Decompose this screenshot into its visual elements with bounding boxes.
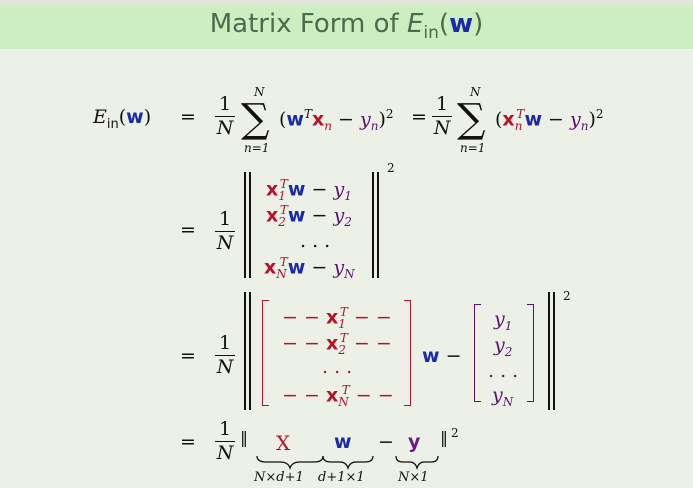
- underbrace-w: [322, 455, 374, 471]
- y-row-N: yN: [492, 384, 514, 409]
- line3-w: w −: [422, 345, 462, 367]
- title-E: E: [406, 9, 424, 39]
- eq-sign-1: =: [180, 106, 196, 128]
- row2-N: xNTw − yN: [264, 255, 355, 282]
- term-2: (xnTw − yn)2: [495, 107, 604, 134]
- norm3-right-a: [548, 292, 550, 410]
- line4-minus: −: [378, 431, 394, 453]
- X-row-2: − − x2T − −: [282, 331, 392, 358]
- underbrace-X: [256, 455, 324, 471]
- X-right-bracket: [404, 300, 411, 406]
- sq-2: 2: [387, 161, 395, 175]
- norm4-right: ‖: [440, 428, 448, 447]
- y-right-bracket: [527, 304, 534, 402]
- X-row-N: − − xNT − −: [282, 383, 394, 410]
- norm2-left-b: [249, 172, 251, 278]
- X-row-1: − − x1T − −: [282, 305, 392, 332]
- sum2-bot: n=1: [460, 141, 486, 155]
- X-left-bracket: [262, 300, 269, 406]
- dim-y: N×1: [398, 470, 429, 485]
- slide-title: Matrix Form of Ein(w): [0, 9, 693, 43]
- title-w: w: [449, 9, 474, 39]
- title-bar: [0, 5, 693, 49]
- norm3-left-a: [244, 292, 246, 410]
- norm2-left-a: [244, 172, 246, 278]
- sq-3: 2: [563, 289, 571, 303]
- title-rparen: ): [473, 9, 484, 39]
- norm2-right-a: [372, 172, 374, 278]
- dim-w: d+1×1: [318, 470, 365, 485]
- line4-y: y: [408, 431, 421, 453]
- y-left-bracket: [474, 304, 481, 402]
- underbrace-y: [395, 455, 439, 471]
- row2-dots: . . .: [300, 230, 331, 252]
- norm3-right-b: [553, 292, 555, 410]
- y-row-1: y1: [494, 308, 513, 333]
- norm3-left-b: [249, 292, 251, 410]
- eq-sign-4: =: [180, 431, 196, 453]
- title-text: Matrix Form of: [209, 9, 407, 39]
- row2-1: x1Tw − y1: [266, 177, 352, 204]
- lhs: Ein(w): [93, 106, 152, 132]
- line4-w: w: [334, 431, 352, 453]
- eq-sign-3: =: [180, 345, 196, 367]
- title-sub: in: [423, 23, 439, 43]
- dim-X: N×d+1: [254, 470, 304, 485]
- norm4-left: ‖: [240, 428, 248, 447]
- norm2-right-b: [377, 172, 379, 278]
- term-1: (wTxn − yn)2: [279, 107, 394, 134]
- title-lparen: (: [438, 9, 450, 39]
- row2-2: x2Tw − y2: [266, 203, 352, 230]
- sq-4: 2: [451, 426, 459, 440]
- y-row-dots: . . .: [488, 360, 519, 382]
- sum1-sigma: ∑: [241, 96, 270, 142]
- y-row-2: y2: [494, 334, 513, 359]
- sum1-top: N: [254, 85, 265, 99]
- top-strip: [0, 0, 693, 5]
- sum2-top: N: [470, 85, 481, 99]
- sum2-sigma: ∑: [457, 96, 486, 142]
- eq-sign-2: =: [180, 219, 196, 241]
- eq-sign-1b: =: [411, 106, 427, 128]
- line4-X: X: [276, 431, 291, 455]
- sum1-bot: n=1: [244, 141, 270, 155]
- X-row-dots: . . .: [322, 356, 353, 378]
